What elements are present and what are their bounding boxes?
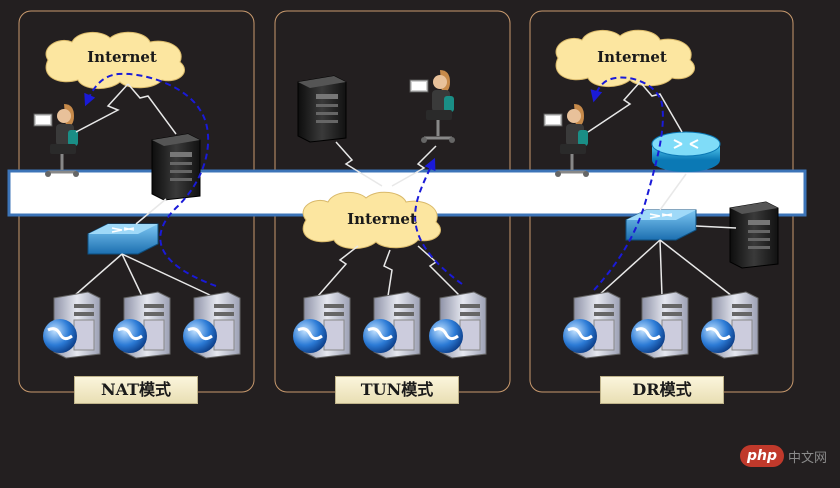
tun-cloud [302,191,441,249]
nat-cloud-label: Internet [87,48,157,66]
dr-client-user-icon [543,104,589,177]
dr-mode-label: DR模式 [600,376,724,404]
watermark-text: 中文网 [788,451,828,466]
dr-links [587,81,737,297]
nat-mode-label: NAT模式 [74,376,198,404]
nat-web-server-2-icon [113,291,171,359]
tun-cloud-label: Internet [347,210,417,228]
tun-web-server-3-icon [429,291,487,359]
dr-flow-arrow [590,76,664,291]
nat-load-balancer-server-icon [151,133,201,201]
dr-cloud [555,29,695,87]
tun-web-server-1-icon [293,291,351,359]
nat-client-user-icon [33,104,79,177]
dr-web-server-1-icon [563,291,621,359]
nat-web-server-1-icon [43,291,101,359]
dr-cloud-label: Internet [597,48,667,66]
dr-web-server-2-icon [631,291,689,359]
nat-cloud [45,31,185,89]
dr-router-icon [651,131,721,172]
nat-web-server-3-icon [183,291,241,359]
tun-web-server-2-icon [363,291,421,359]
tun-load-balancer-server-icon [297,75,347,143]
php-logo: php [740,445,784,467]
tun-flow-arrow [414,157,463,285]
tun-links [317,141,461,297]
tun-client-user-icon [409,70,455,143]
dr-load-balancer-server-icon [729,201,779,269]
dr-switch-icon [625,209,697,241]
nat-links [73,83,213,297]
nat-switch-icon [87,223,159,255]
dr-web-server-3-icon [701,291,759,359]
nat-flow-arrow [84,72,217,287]
tun-mode-label: TUN模式 [335,376,459,404]
php-watermark: php 中文网 [740,445,832,467]
